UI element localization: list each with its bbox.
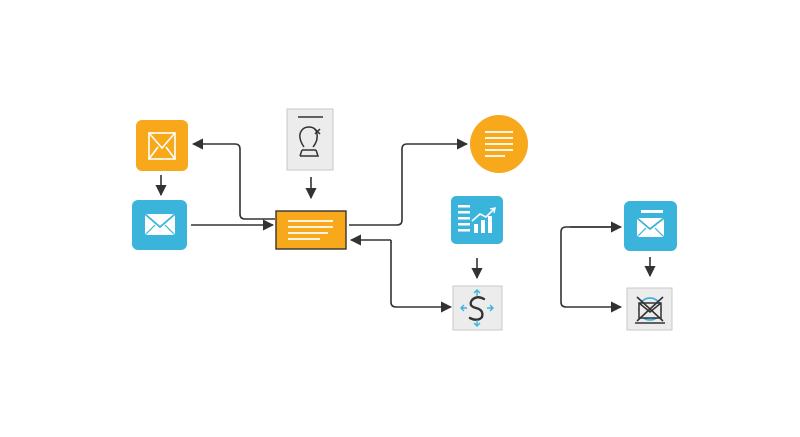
node-analytics[interactable]: [451, 196, 503, 244]
s-cycle-icon: [460, 289, 494, 327]
bar-chart-icon: [458, 205, 496, 233]
text-lines-icon: [288, 220, 333, 240]
edge-hub-to-sync-tool: [390, 240, 453, 313]
node-no-mail[interactable]: [626, 287, 673, 331]
user-profile-icon: [299, 126, 321, 157]
no-mail-icon: [635, 296, 665, 324]
node-orange-document[interactable]: [470, 115, 528, 173]
text-lines-icon: [485, 131, 513, 157]
node-central-hub[interactable]: [275, 210, 347, 250]
node-sync-tool[interactable]: [452, 285, 503, 331]
edge-hub-to-orange-document: [349, 138, 469, 226]
node-profile-form[interactable]: [286, 108, 334, 171]
envelope-icon: [144, 213, 176, 236]
node-blue-mail[interactable]: [132, 200, 187, 250]
envelope-icon: [148, 132, 176, 160]
newsletter-envelope-icon: [636, 210, 665, 238]
edge-loop-to-newsletter: [560, 226, 623, 313]
node-orange-mail[interactable]: [136, 120, 188, 171]
node-newsletter-mail[interactable]: [624, 201, 677, 251]
edge-hub-to-orange-mail: [191, 138, 275, 220]
